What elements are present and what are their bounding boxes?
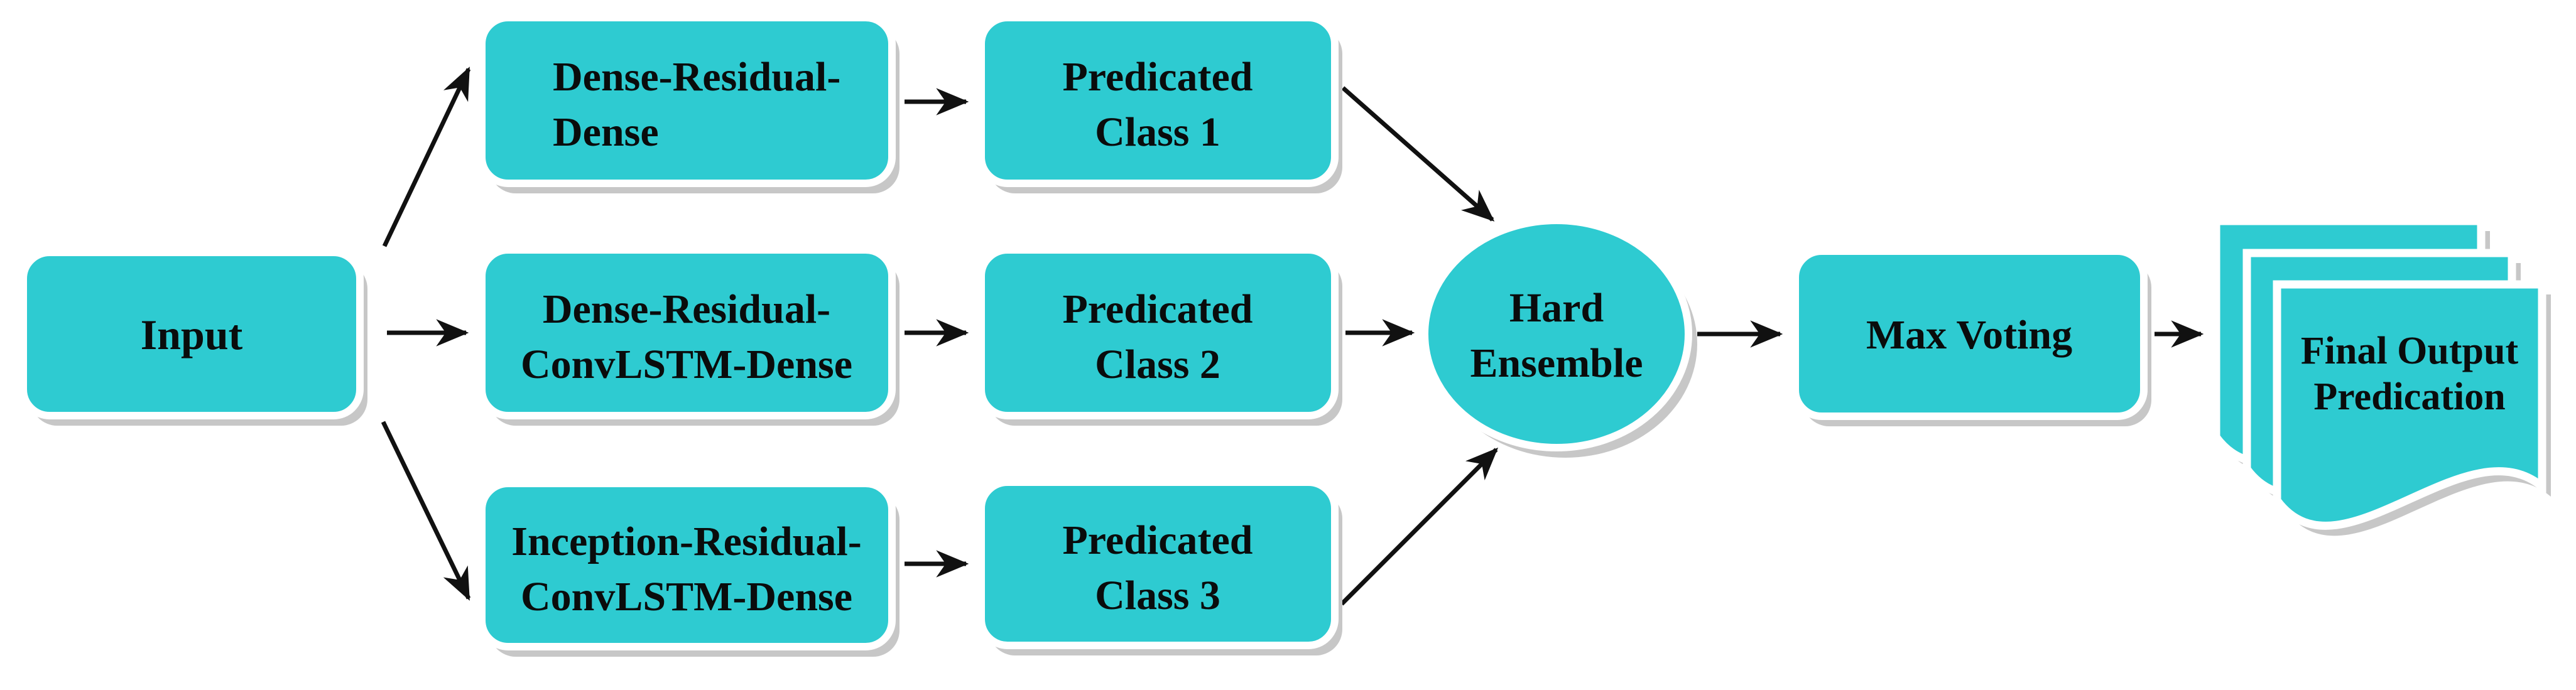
node-max-voting: Max Voting <box>1791 247 2151 426</box>
node-pred3-label-line1: Predicated <box>1062 517 1253 563</box>
node-pred1-label-line1: Predicated <box>1062 54 1253 100</box>
node-final-output-stack: Final Output Predication <box>2212 217 2551 536</box>
node-branch1-label-line2: Dense <box>553 109 659 155</box>
node-branch2-label-line2: ConvLSTM-Dense <box>521 342 852 387</box>
node-pred1-label-line2: Class 1 <box>1095 109 1220 155</box>
node-output-label-line1: Final Output <box>2301 330 2519 372</box>
node-hard-ensemble: Hard Ensemble <box>1421 217 1697 458</box>
node-branch2-label-line1: Dense-Residual- <box>543 286 830 332</box>
node-ensemble-label-line1: Hard <box>1509 285 1604 331</box>
connector-arrows <box>381 67 2204 606</box>
node-branch3-inception-residual-convlstm-dense: Inception-Residual- ConvLSTM-Dense <box>478 480 899 657</box>
node-branch1-label-line1: Dense-Residual- <box>553 54 840 100</box>
node-pred3-predicated-class-3: Predicated Class 3 <box>977 478 1342 655</box>
node-ensemble-label-line2: Ensemble <box>1470 340 1643 386</box>
node-output-label-line2: Predication <box>2313 375 2505 418</box>
node-pred3-label-line2: Class 3 <box>1095 573 1220 618</box>
node-branch3-label-line1: Inception-Residual- <box>511 519 861 564</box>
arrow-pred3-to-ensemble <box>1340 447 1499 606</box>
node-branch1-dense-residual-dense: Dense-Residual- Dense <box>478 14 899 193</box>
node-pred1-predicated-class-1: Predicated Class 1 <box>977 14 1342 193</box>
node-input-label: Input <box>141 311 243 358</box>
node-input: Input <box>19 249 367 426</box>
arrow-pred1-to-ensemble <box>1341 86 1495 222</box>
arrow-input-to-branch3 <box>381 421 471 601</box>
document-page-front: Final Output Predication <box>2273 280 2551 536</box>
node-pred2-predicated-class-2: Predicated Class 2 <box>977 246 1342 426</box>
node-pred2-label-line1: Predicated <box>1062 286 1253 332</box>
node-voting-label: Max Voting <box>1866 312 2072 358</box>
arrow-input-to-branch1 <box>382 67 471 247</box>
node-branch2-dense-residual-convlstm-dense: Dense-Residual- ConvLSTM-Dense <box>478 246 899 426</box>
node-branch3-label-line2: ConvLSTM-Dense <box>521 574 852 620</box>
node-pred2-label-line2: Class 2 <box>1095 342 1220 387</box>
